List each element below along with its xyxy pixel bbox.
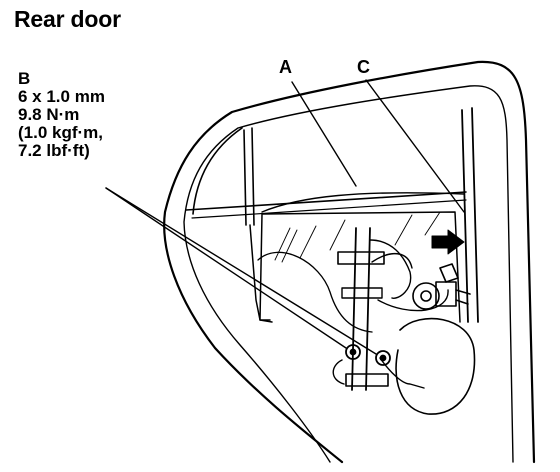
torque-kgfm-text: (1.0 kgf·m, [18, 123, 104, 142]
window-sash-line [185, 191, 467, 211]
callout-b-label: B [18, 69, 31, 88]
door-access-hole [395, 317, 476, 415]
leader-line-c [365, 79, 465, 213]
bolt-spec-block: B 6 x 1.0 mm 9.8 N·m (1.0 kgf·m, 7.2 lbf… [18, 70, 105, 160]
callout-c-label: C [357, 57, 370, 77]
door-outer-outline [163, 60, 536, 464]
bolt-b-right [375, 350, 391, 366]
front-glass-channel [243, 127, 255, 226]
page-title: Rear door [14, 6, 121, 32]
inner-panel-cutout [257, 251, 373, 333]
regulator-cable-lower [377, 289, 449, 312]
front-lower-channel [249, 224, 271, 321]
torque-lbfft-text: 7.2 lbf·ft) [18, 141, 90, 160]
window-sash-line-2 [191, 199, 467, 219]
callout-a-label: A [279, 57, 292, 77]
regulator-lower-bracket [345, 373, 389, 387]
regulator-upper-bracket [337, 251, 385, 265]
direction-arrow-icon [431, 229, 465, 255]
rear-glass-channel [461, 107, 479, 323]
regulator-cable-loop [371, 253, 413, 269]
torque-nm-text: 9.8 N·m [18, 105, 80, 124]
wire-harness [332, 357, 425, 389]
regulator-rail [351, 227, 371, 391]
bolt-b-left [345, 344, 361, 360]
leader-line-b-1 [105, 187, 347, 349]
glass-upper-curve [261, 192, 465, 213]
leader-line-b-2 [105, 187, 377, 355]
leader-line-a [291, 81, 357, 187]
regulator-motor [412, 263, 471, 310]
bolt-size-text: 6 x 1.0 mm [18, 87, 105, 106]
glass-hatching [274, 211, 441, 263]
window-glass-top [192, 127, 243, 215]
door-inner-outline [183, 85, 514, 463]
regulator-mid-bracket [341, 287, 383, 299]
regulator-cable-upper [369, 239, 412, 299]
